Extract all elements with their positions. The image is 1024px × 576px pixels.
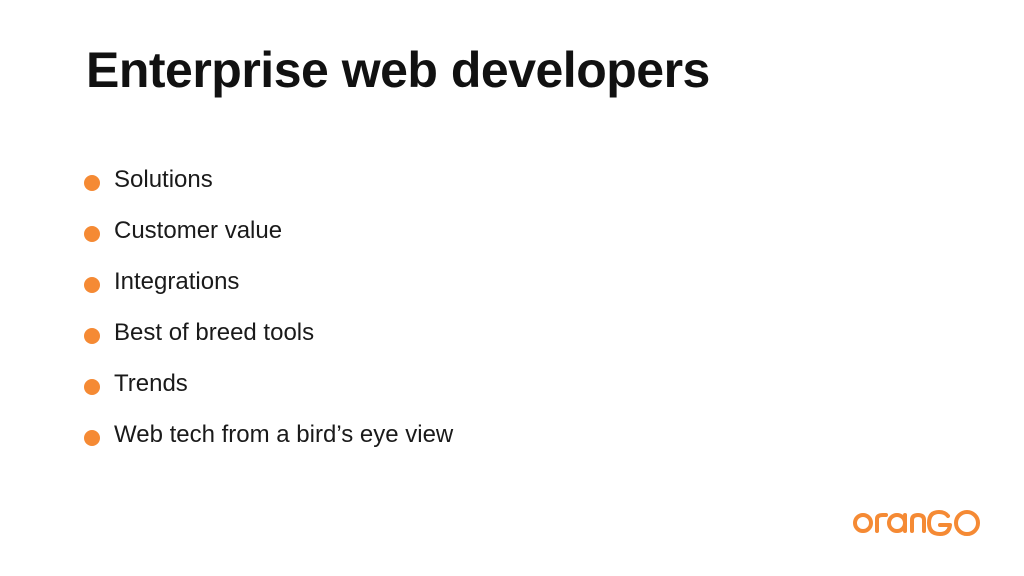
bullet-item-2: Customer value [84, 205, 453, 256]
bullet-text: Integrations [114, 267, 240, 295]
bullet-dot-icon [84, 174, 100, 191]
bullet-item-6: Web tech from a bird’s eye view [84, 409, 453, 460]
slide-title: Enterprise web developers [86, 42, 710, 98]
bullet-dot-icon [84, 378, 100, 395]
bullet-dot-icon [84, 429, 100, 446]
bullet-dot-icon [84, 327, 100, 344]
bullet-item-4: Best of breed tools [84, 307, 453, 358]
orango-logo-svg [853, 510, 980, 536]
bullet-item-5: Trends [84, 358, 453, 409]
bullet-text: Trends [114, 369, 188, 397]
bullet-dot-icon [84, 276, 100, 293]
bullet-item-1: Solutions [84, 154, 453, 205]
bullet-text: Web tech from a bird’s eye view [114, 420, 454, 448]
bullet-dot-icon [84, 225, 100, 242]
bullet-text: Best of breed tools [114, 318, 315, 346]
bullet-list: Solutions Customer value Integrations Be… [84, 154, 453, 460]
bullet-text: Customer value [114, 216, 283, 244]
bullet-item-3: Integrations [84, 256, 453, 307]
bullet-text: Solutions [114, 165, 213, 193]
orango-logo [852, 506, 984, 540]
